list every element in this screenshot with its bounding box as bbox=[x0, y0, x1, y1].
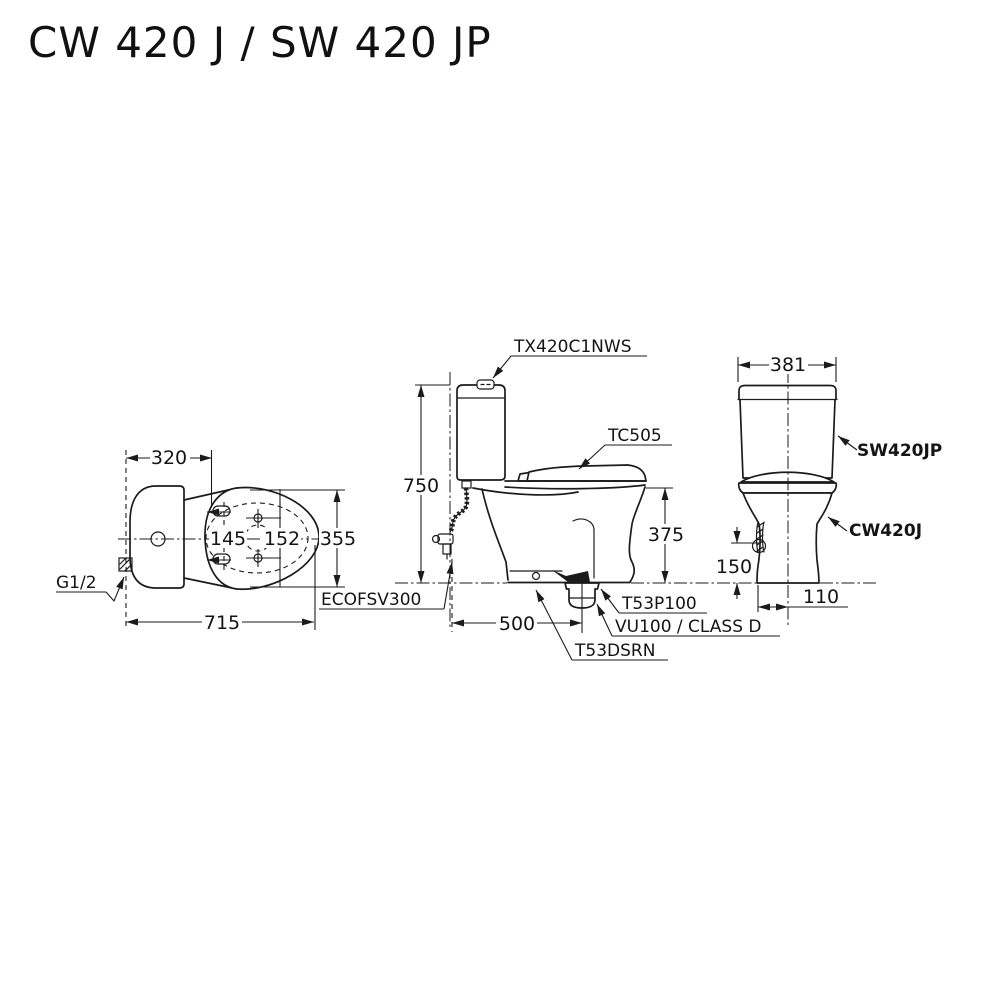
label-vu100-class-d: VU100 / CLASS D bbox=[615, 617, 762, 637]
side-view: 750 375 500 TX420C1NWS TC505 ECOFSV300 T… bbox=[319, 337, 780, 661]
trapway-line bbox=[572, 518, 595, 579]
seat-front bbox=[740, 471, 835, 483]
dim-715: 715 bbox=[204, 612, 240, 634]
dim-320: 320 bbox=[151, 447, 187, 469]
label-cw420j: CW420J bbox=[849, 521, 922, 541]
outlet-gasket bbox=[552, 570, 590, 582]
dim-500: 500 bbox=[499, 613, 535, 635]
dim-375: 375 bbox=[648, 524, 684, 546]
bowl-front-contour bbox=[481, 488, 509, 581]
dim-381: 381 bbox=[770, 354, 806, 376]
tank-side bbox=[456, 384, 506, 481]
dim-750: 750 bbox=[403, 475, 439, 497]
bowl-plan bbox=[204, 486, 320, 590]
title: CW 420 J / SW 420 JP bbox=[28, 18, 492, 67]
bolt-cap bbox=[531, 571, 541, 581]
front-view: 381 150 110 SW420JP CW420J bbox=[715, 354, 942, 625]
dim-150: 150 bbox=[716, 556, 752, 578]
plan-view: 320 145 152 355 715 G1/2 bbox=[56, 447, 357, 634]
dim-110: 110 bbox=[803, 586, 839, 608]
label-ecofsv300: ECOFSV300 bbox=[321, 590, 421, 610]
dim-152: 152 bbox=[264, 528, 300, 550]
flush-button bbox=[476, 379, 495, 390]
stop-valve bbox=[431, 533, 454, 560]
inlet-hole bbox=[751, 538, 767, 554]
label-g1-2: G1/2 bbox=[56, 573, 97, 593]
label-t53dsrn: T53DSRN bbox=[574, 641, 655, 661]
tank-plan bbox=[129, 485, 185, 589]
label-t53p100: T53P100 bbox=[621, 594, 697, 614]
dim-145: 145 bbox=[210, 528, 246, 550]
label-tc505: TC505 bbox=[607, 426, 662, 446]
label-sw420jp: SW420JP bbox=[857, 441, 942, 461]
bowl-rear-contour bbox=[628, 486, 646, 583]
label-tx420c1nws: TX420C1NWS bbox=[513, 337, 631, 357]
seat-lid-side bbox=[526, 464, 647, 482]
dim-355: 355 bbox=[320, 528, 356, 550]
seat-opening-dashed bbox=[205, 502, 309, 574]
